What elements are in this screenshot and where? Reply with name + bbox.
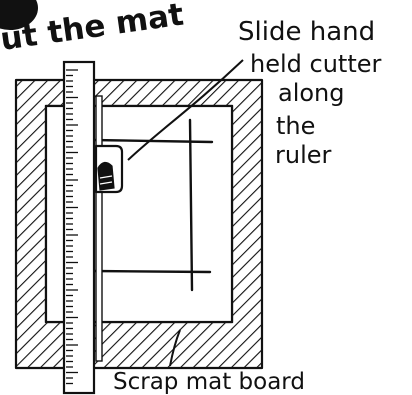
callout-line-4: the <box>276 112 315 140</box>
mat-board-label: Scrap mat board <box>113 369 305 395</box>
cutter-hand-icon <box>96 146 122 192</box>
callout-line-5: ruler <box>275 141 332 169</box>
mat-board-callout: Scrap mat board <box>113 369 305 395</box>
callout-line-2: held cutter <box>250 50 382 78</box>
callout-line-3: along <box>278 79 345 107</box>
ruler <box>64 62 102 393</box>
callout-line-1: Slide hand <box>238 17 375 47</box>
